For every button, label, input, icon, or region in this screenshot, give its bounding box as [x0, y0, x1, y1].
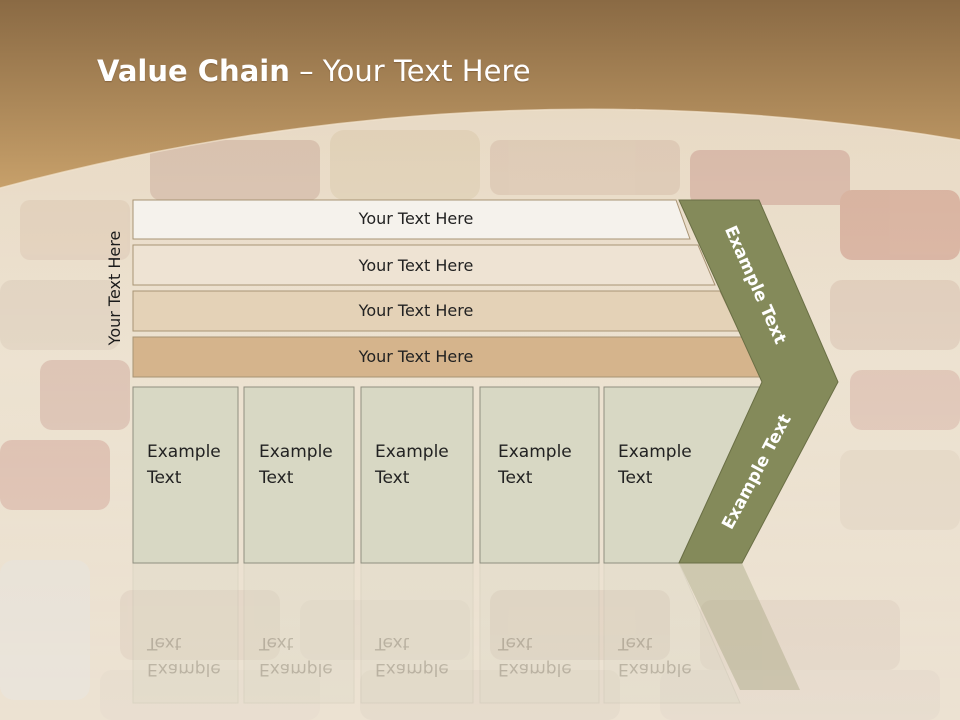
header-arc-line — [0, 108, 960, 189]
reflection — [132, 562, 800, 704]
cell-2-line-1: Example — [259, 442, 333, 462]
cell-4-label: Example Text — [498, 439, 572, 491]
cell-1-line-2: Text — [147, 468, 182, 488]
cell-2-shape — [243, 386, 355, 564]
cell-3-shape — [360, 386, 474, 564]
band-4-label: Your Text Here — [358, 347, 474, 366]
title-bold: Value Chain — [97, 54, 290, 88]
cell-2-line-2: Text — [259, 468, 294, 488]
chevron-shape — [678, 199, 839, 564]
page-title: Value Chain – Your Text Here — [97, 54, 531, 88]
cell-1-line-1: Example — [147, 442, 221, 462]
cell-4-shape — [479, 386, 600, 564]
cell-4-line-2: Text — [498, 468, 533, 488]
cell-1-label: Example Text — [147, 439, 221, 491]
cell-4-line-1: Example — [498, 442, 572, 462]
cell-5-line-2: Text — [618, 468, 653, 488]
cell-2-label: Example Text — [259, 439, 333, 491]
cell-3-label: Example Text — [375, 439, 449, 491]
side-label: Your Text Here — [105, 230, 124, 346]
band-3-label: Your Text Here — [358, 301, 474, 320]
band-1-shape — [132, 199, 691, 240]
cell-5-line-1: Example — [618, 442, 692, 462]
cell-3-line-2: Text — [375, 468, 410, 488]
header-band — [0, 0, 960, 188]
band-2-label: Your Text Here — [358, 256, 474, 275]
cell-5-label: Example Text — [618, 439, 692, 491]
band-2-shape — [132, 244, 716, 286]
title-rest: – Your Text Here — [289, 54, 531, 88]
cell-1-shape — [132, 386, 239, 564]
band-1-label: Your Text Here — [358, 209, 474, 228]
cell-3-line-1: Example — [375, 442, 449, 462]
